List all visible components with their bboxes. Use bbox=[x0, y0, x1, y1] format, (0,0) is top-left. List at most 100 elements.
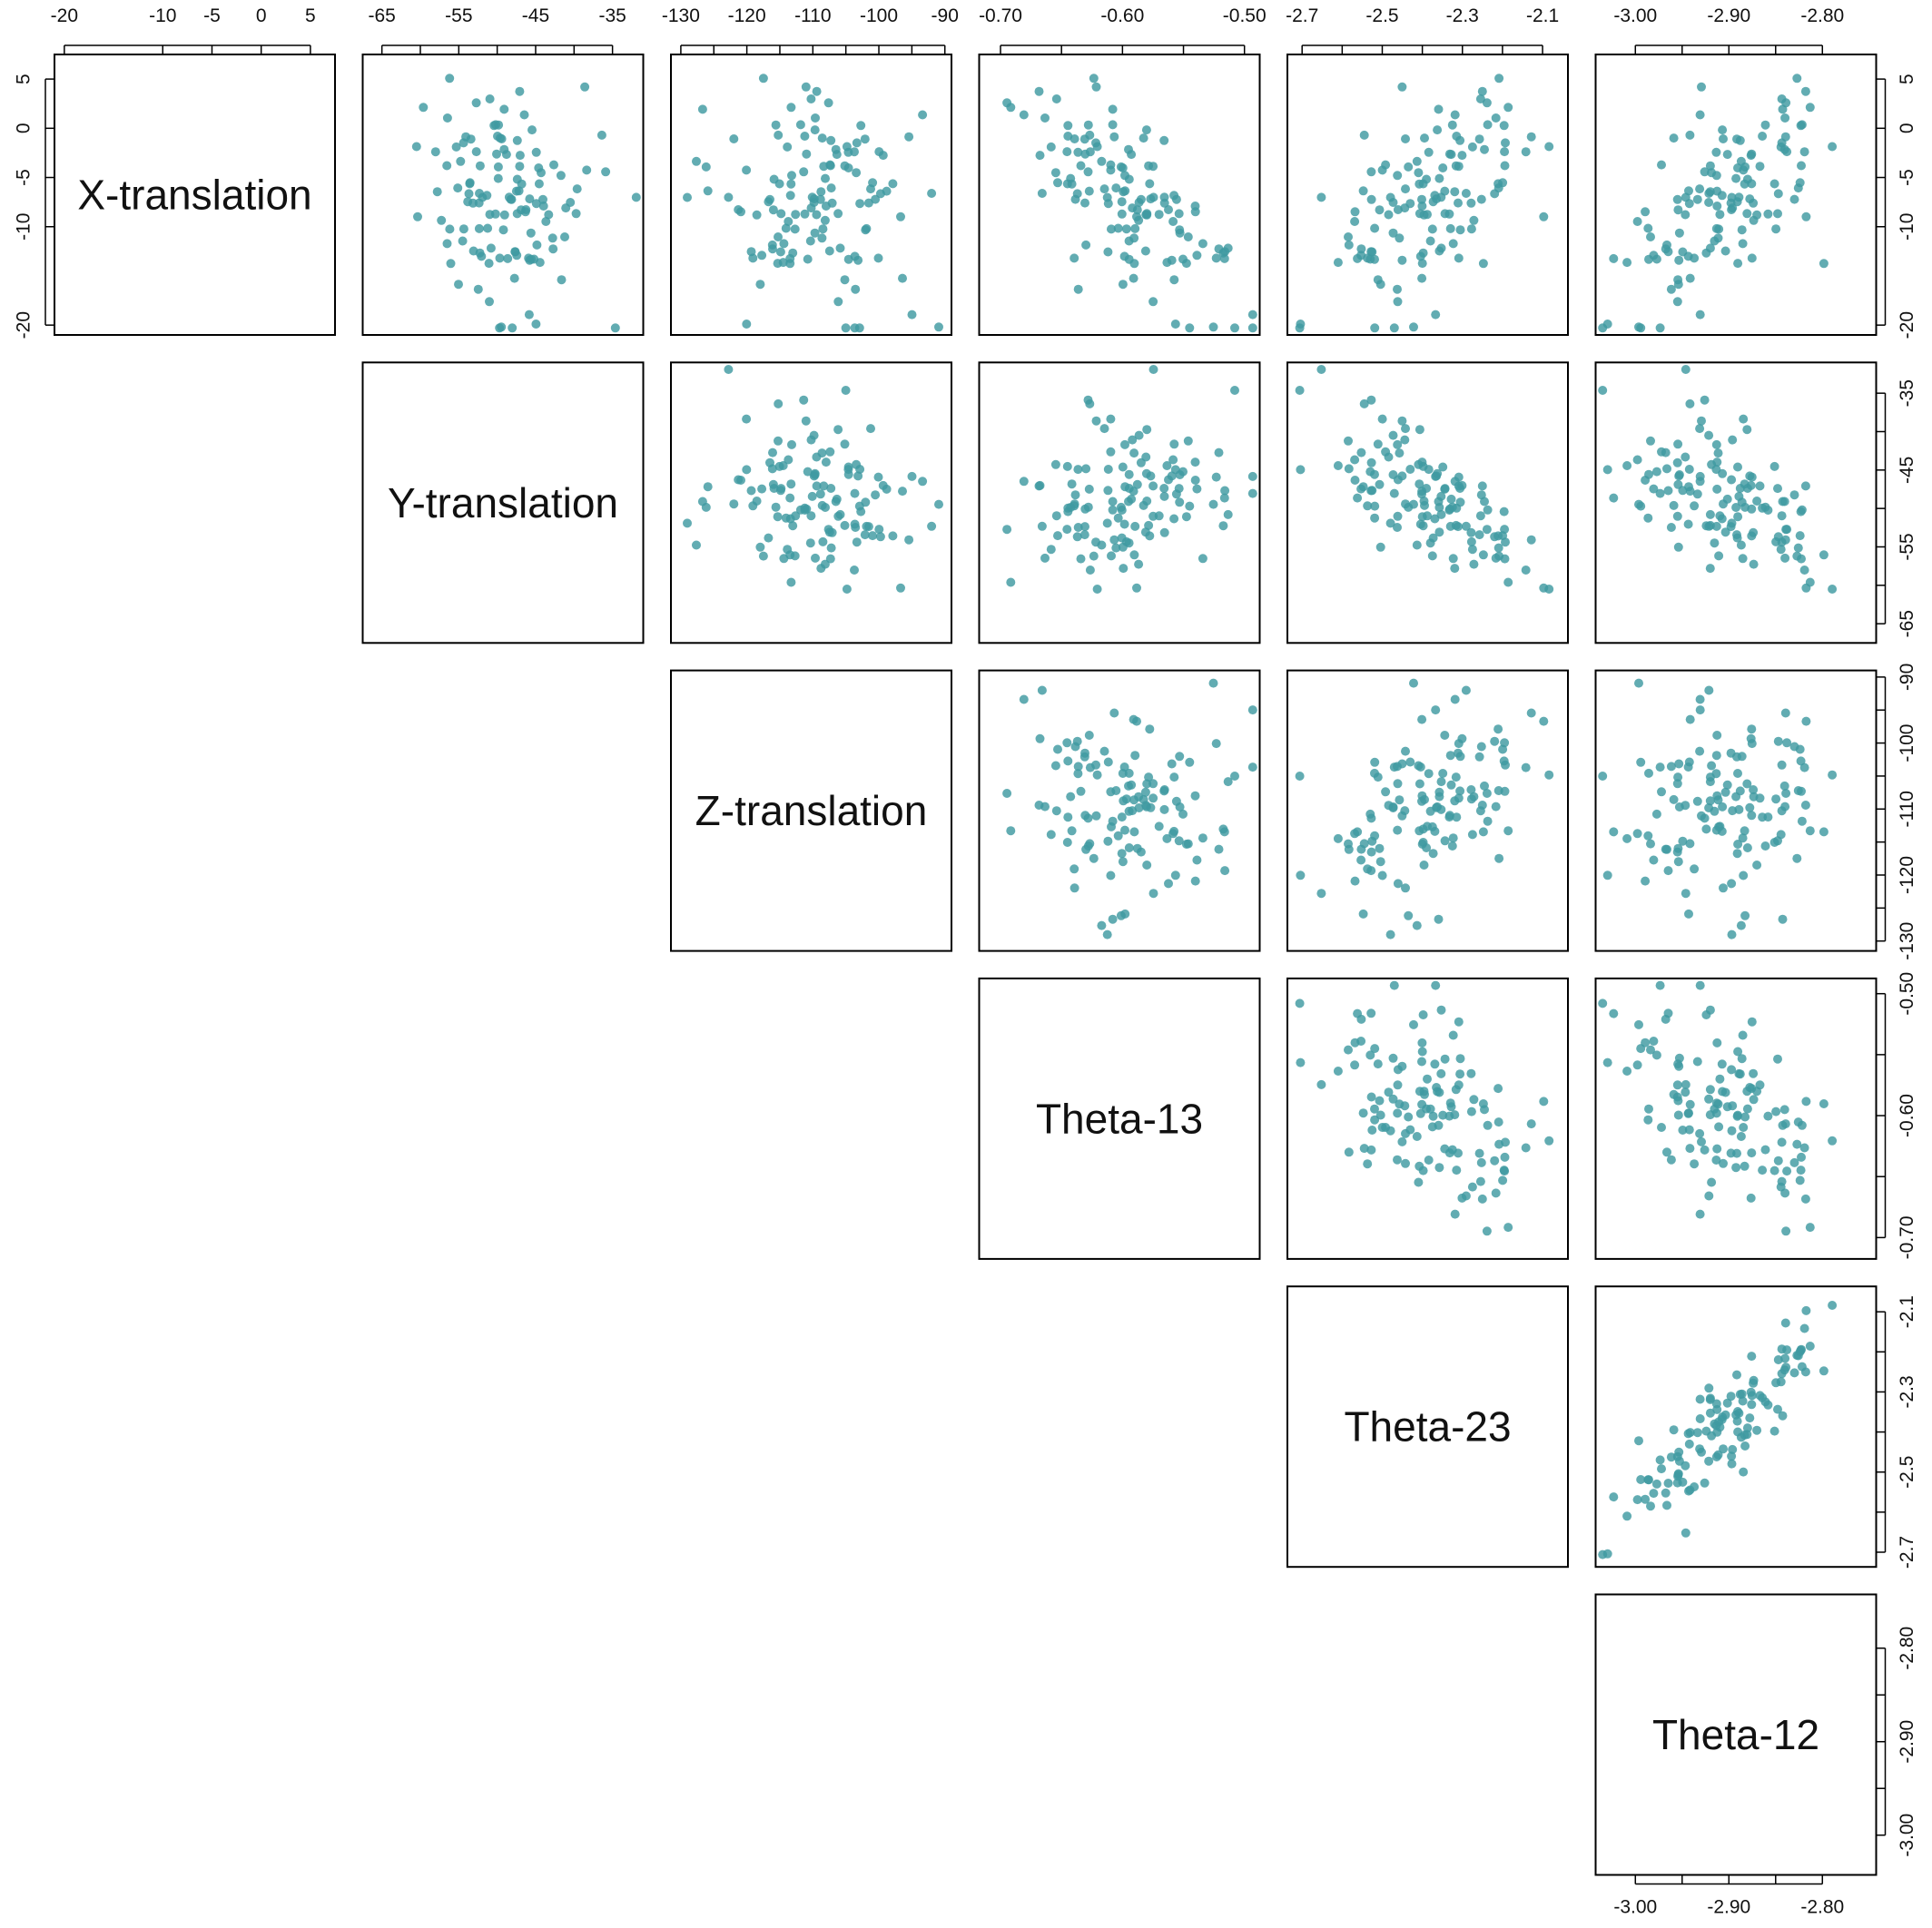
panel-Y-translation-Z-translation bbox=[670, 361, 952, 644]
scatter-point bbox=[1073, 762, 1083, 772]
scatter-point bbox=[1211, 472, 1221, 482]
scatter-point bbox=[1063, 121, 1073, 131]
scatter-point bbox=[1800, 481, 1810, 491]
scatter-point bbox=[1412, 920, 1422, 930]
scatter-point bbox=[1419, 861, 1429, 870]
scatter-point bbox=[1417, 1057, 1426, 1067]
scatter-point bbox=[862, 521, 872, 531]
scatter-point bbox=[1634, 678, 1643, 688]
scatter-point bbox=[430, 147, 440, 157]
right-axis-Theta-23: -2.7-2.5-2.3-2.1 bbox=[1876, 1295, 1917, 1569]
scatter-point bbox=[1295, 998, 1305, 1008]
scatter-point bbox=[1769, 179, 1779, 189]
scatter-point bbox=[927, 521, 937, 531]
scatter-point bbox=[1828, 142, 1838, 152]
scatter-point bbox=[764, 197, 774, 207]
scatter-point bbox=[806, 435, 816, 445]
scatter-point bbox=[1404, 1112, 1414, 1122]
scatter-point bbox=[1353, 827, 1363, 837]
scatter-point bbox=[1159, 804, 1169, 814]
scatter-point bbox=[1127, 780, 1137, 790]
scatter-point bbox=[1170, 871, 1180, 880]
scatter-point bbox=[1695, 110, 1705, 120]
scatter-point bbox=[1490, 532, 1500, 542]
scatter-point bbox=[1828, 770, 1838, 780]
scatter-point bbox=[1190, 876, 1200, 886]
scatter-point bbox=[1412, 1132, 1422, 1141]
scatter-point bbox=[1673, 843, 1683, 853]
scatter-point bbox=[1425, 236, 1435, 246]
panel-Y-translation-Y-translation: Y-translation bbox=[361, 361, 645, 644]
scatter-point bbox=[1050, 761, 1060, 771]
scatter-point bbox=[1501, 760, 1510, 770]
scatter-point bbox=[1388, 228, 1398, 238]
scatter-point bbox=[692, 540, 701, 550]
scatter-point bbox=[491, 120, 500, 130]
scatter-point bbox=[860, 134, 870, 144]
scatter-point bbox=[1067, 179, 1077, 189]
scatter-point bbox=[1457, 151, 1467, 161]
scatter-point bbox=[752, 210, 762, 220]
scatter-point bbox=[898, 487, 907, 497]
tick-label: 5 bbox=[14, 74, 34, 84]
scatter-point bbox=[1367, 1126, 1377, 1135]
scatter-point bbox=[927, 189, 937, 198]
scatter-point bbox=[874, 525, 884, 535]
scatter-point bbox=[1646, 839, 1655, 849]
scatter-point bbox=[1609, 827, 1619, 837]
tick-label: -2.80 bbox=[1897, 1627, 1917, 1670]
scatter-point bbox=[1500, 1152, 1510, 1162]
scatter-point bbox=[1190, 476, 1200, 485]
scatter-point bbox=[1735, 484, 1745, 493]
scatter-point bbox=[501, 150, 511, 160]
scatter-point bbox=[478, 192, 488, 202]
scatter-point bbox=[703, 482, 713, 492]
scatter-point bbox=[1657, 447, 1666, 457]
scatter-point bbox=[1684, 1125, 1694, 1135]
scatter-point bbox=[1431, 980, 1441, 990]
scatter-point bbox=[1705, 564, 1715, 574]
scatter-point bbox=[1019, 694, 1029, 704]
scatter-point bbox=[1415, 251, 1425, 261]
tick-label: -3.00 bbox=[1897, 1814, 1917, 1857]
scatter-point bbox=[1375, 205, 1385, 215]
scatter-point bbox=[1695, 746, 1705, 756]
right-axis-X-translation: -20-10-505 bbox=[1876, 74, 1917, 339]
scatter-point bbox=[1673, 280, 1683, 290]
scatter-point bbox=[1474, 530, 1484, 540]
scatter-point bbox=[1646, 1045, 1655, 1055]
scatter-point bbox=[1655, 762, 1665, 772]
scatter-point bbox=[1467, 142, 1477, 152]
scatter-point bbox=[1735, 786, 1745, 796]
scatter-point bbox=[1795, 531, 1805, 541]
scatter-point bbox=[1776, 545, 1786, 555]
scatter-point bbox=[1414, 1177, 1424, 1187]
tick-label: -3.00 bbox=[1613, 1897, 1657, 1918]
scatter-point bbox=[1409, 322, 1418, 332]
scatter-point bbox=[1695, 1444, 1705, 1454]
scatter-point bbox=[1521, 1143, 1531, 1153]
scatter-point bbox=[1430, 1059, 1440, 1069]
scatter-point bbox=[1777, 511, 1787, 521]
tick-label: -2.80 bbox=[1800, 1897, 1844, 1918]
scatter-point bbox=[1789, 1157, 1799, 1167]
scatter-point bbox=[1746, 1193, 1756, 1203]
scatter-point bbox=[1819, 827, 1828, 837]
scatter-point bbox=[534, 179, 544, 189]
scatter-point bbox=[1749, 1068, 1759, 1078]
scatter-point bbox=[1434, 1120, 1444, 1130]
scatter-point bbox=[1316, 1079, 1326, 1089]
scatter-point bbox=[1120, 439, 1129, 449]
scatter-point bbox=[1223, 243, 1233, 253]
scatter-point bbox=[1797, 505, 1807, 515]
scatter-point bbox=[1108, 816, 1118, 826]
scatter-point bbox=[764, 533, 774, 543]
scatter-point bbox=[1113, 513, 1123, 523]
scatter-point bbox=[1434, 1163, 1444, 1173]
scatter-point bbox=[724, 365, 734, 374]
scatter-point bbox=[1401, 1128, 1410, 1138]
scatter-point bbox=[824, 246, 834, 256]
scatter-point bbox=[1773, 532, 1783, 542]
scatter-point bbox=[771, 120, 781, 130]
scatter-point bbox=[580, 82, 590, 92]
